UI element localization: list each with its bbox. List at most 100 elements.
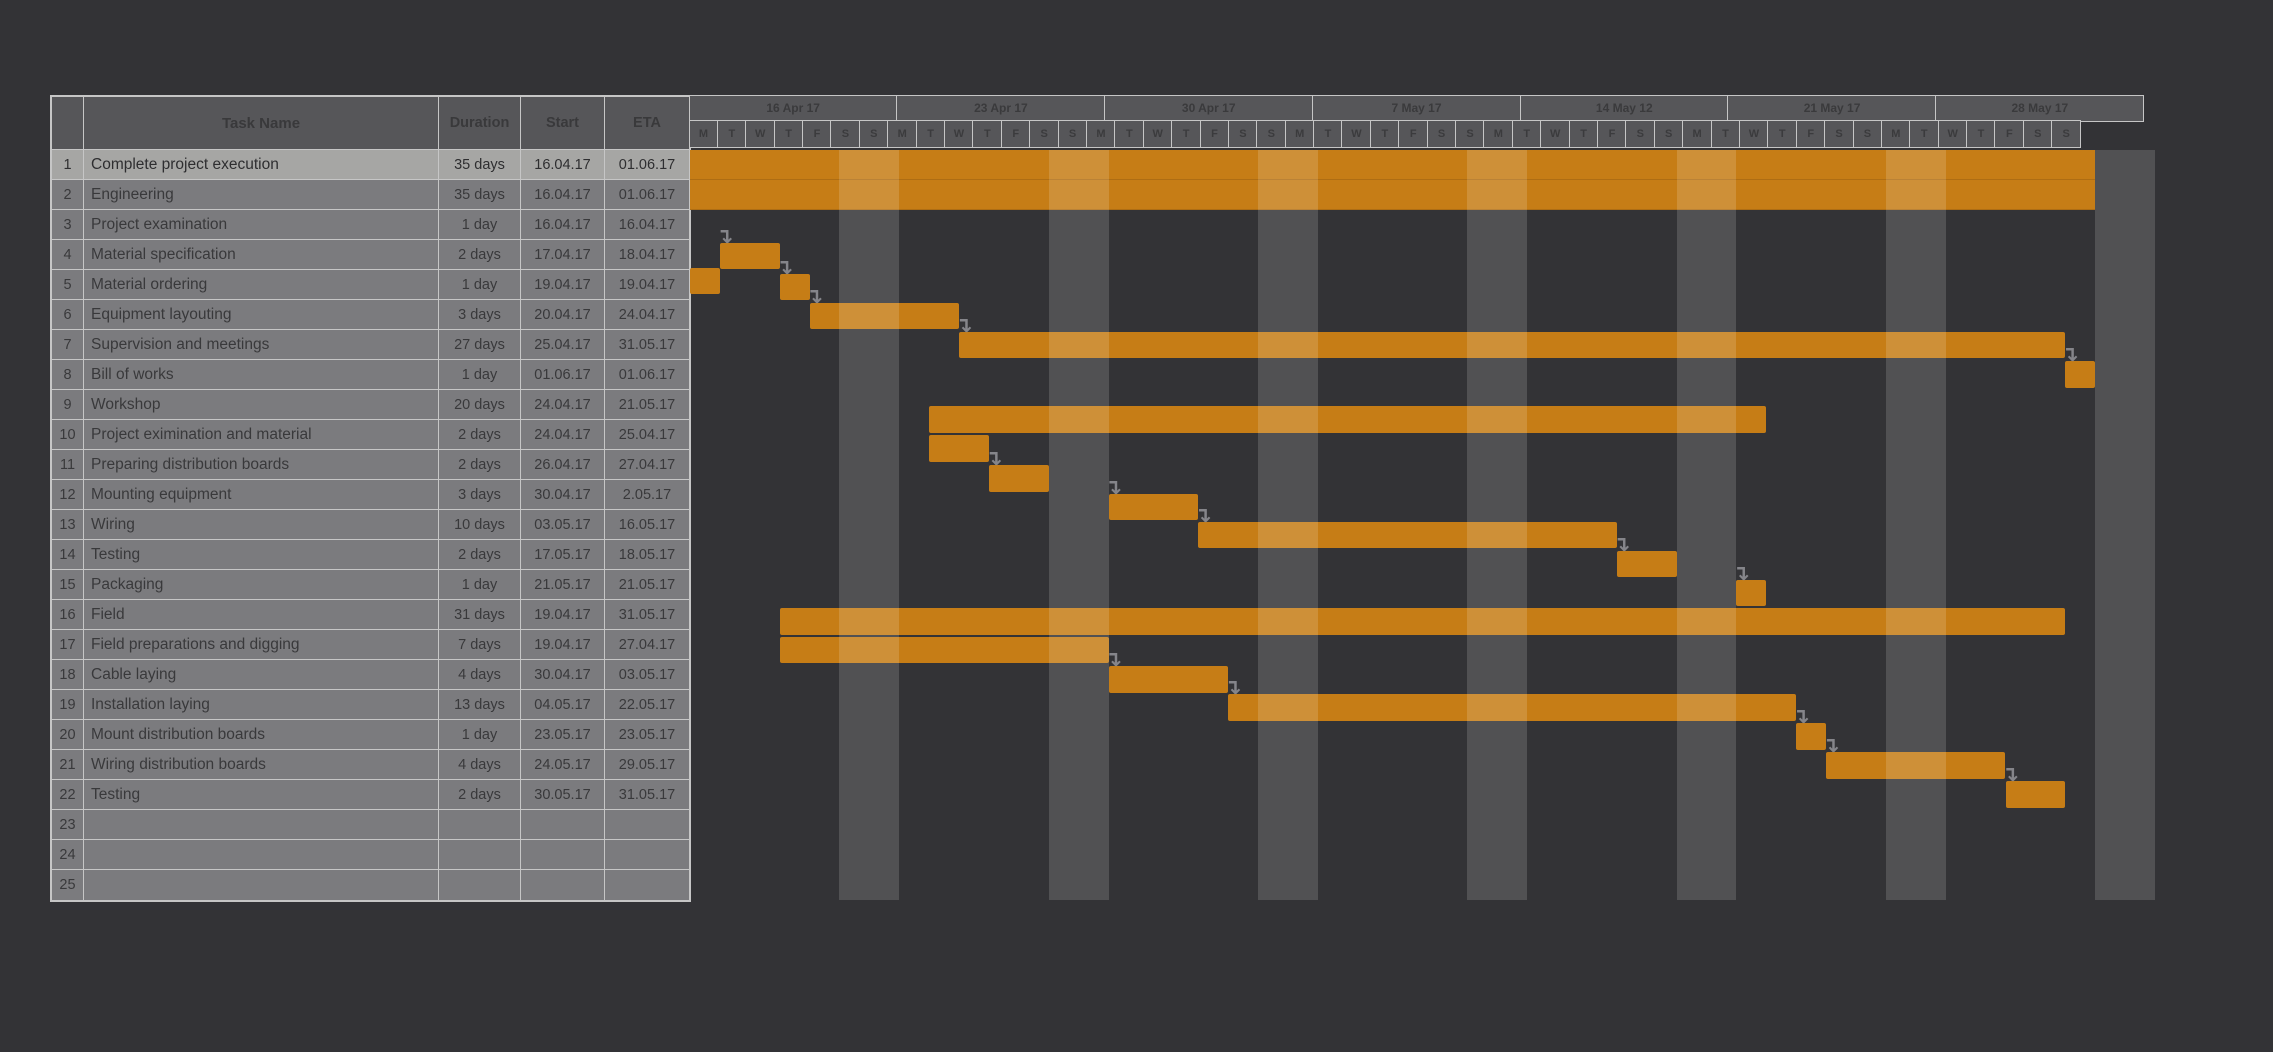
row-number-cell[interactable]: 3 [52,210,84,239]
eta-date-cell[interactable]: 2.05.17 [622,486,672,503]
gantt-bar-task-16[interactable] [779,608,2066,635]
start-date-cell[interactable]: 19.04.17 [521,600,605,629]
duration-cell[interactable] [439,870,521,900]
duration-cell[interactable]: 2 days [439,420,521,449]
table-row[interactable]: 25 [52,870,689,900]
task-name-cell[interactable]: Project examination [84,210,439,239]
task-name-cell[interactable]: Mounting equipment [84,480,439,509]
task-name-cell[interactable]: Preparing distribution boards [84,450,439,479]
start-date-cell[interactable]: 30.04.17 [521,660,605,689]
duration-cell[interactable] [439,810,521,839]
gantt-bar-task-5[interactable] [779,274,810,300]
task-name-cell[interactable]: Equipment layouting [84,300,439,329]
task-name-cell[interactable]: Workshop [84,390,439,419]
eta-date-cell[interactable] [605,840,689,869]
duration-cell[interactable]: 3 days [439,480,521,509]
duration-cell[interactable]: 13 days [439,690,521,719]
start-date-cell[interactable]: 25.04.17 [521,330,605,359]
row-number-cell[interactable]: 5 [52,270,84,299]
row-number-cell[interactable]: 9 [52,390,84,419]
start-date-cell[interactable]: 26.04.17 [521,450,605,479]
eta-date-cell[interactable]: 23.05.17 [618,726,676,743]
gantt-bar-task-19[interactable] [1228,694,1797,721]
duration-cell[interactable]: 2 days [439,540,521,569]
gantt-bar-task-18[interactable] [1108,666,1229,693]
eta-date-cell[interactable]: 01.06.17 [618,156,676,173]
row-number-cell[interactable]: 13 [52,510,84,539]
start-date-cell[interactable]: 21.05.17 [521,570,605,599]
row-number-cell[interactable]: 20 [52,720,84,749]
gantt-bar-task-9[interactable] [929,406,1767,433]
row-number-cell[interactable]: 1 [52,150,84,179]
start-date-cell[interactable]: 16.04.17 [521,180,605,209]
start-date-cell[interactable]: 01.06.17 [521,360,605,389]
gantt-bar-task-2[interactable] [690,180,2096,210]
row-number-cell[interactable]: 14 [52,540,84,569]
gantt-bar-task-15[interactable] [1736,580,1767,606]
start-date-cell[interactable] [521,840,605,869]
gantt-bar-task-20[interactable] [1796,723,1827,750]
start-date-cell[interactable]: 23.05.17 [521,720,605,749]
row-number-cell[interactable]: 12 [52,480,84,509]
row-number-cell[interactable]: 24 [52,840,84,869]
table-row[interactable]: 24 [52,840,689,870]
start-date-cell[interactable]: 16.04.17 [521,150,605,179]
eta-date-cell[interactable]: 21.05.17 [618,396,676,413]
gantt-bar-task-7[interactable] [959,332,2066,358]
task-name-cell[interactable]: Supervision and meetings [84,330,439,359]
task-name-cell[interactable]: Cable laying [84,660,439,689]
start-date-cell[interactable]: 19.04.17 [521,630,605,659]
start-date-cell[interactable] [521,810,605,839]
eta-date-cell[interactable] [605,870,689,900]
start-date-cell[interactable]: 17.05.17 [521,540,605,569]
eta-date-cell[interactable]: 31.05.17 [618,336,676,353]
row-number-cell[interactable]: 7 [52,330,84,359]
eta-date-cell[interactable]: 01.06.17 [618,366,676,383]
row-number-cell[interactable]: 16 [52,600,84,629]
start-date-cell[interactable]: 03.05.17 [521,510,605,539]
duration-cell[interactable]: 4 days [439,750,521,779]
task-name-cell[interactable]: Bill of works [84,360,439,389]
row-number-cell[interactable]: 25 [52,870,84,900]
duration-cell[interactable]: 3 days [439,300,521,329]
duration-cell[interactable]: 4 days [439,660,521,689]
task-name-cell[interactable] [84,870,439,900]
row-number-cell[interactable]: 4 [52,240,84,269]
duration-cell[interactable] [439,840,521,869]
task-name-cell[interactable] [84,840,439,869]
row-number-cell[interactable]: 22 [52,780,84,809]
duration-cell[interactable]: 2 days [439,450,521,479]
table-row[interactable]: 23 [52,810,689,840]
duration-cell[interactable]: 1 day [439,720,521,749]
row-number-cell[interactable]: 2 [52,180,84,209]
start-date-cell[interactable]: 19.04.17 [521,270,605,299]
gantt-bar-task-11[interactable] [988,465,1049,492]
eta-date-cell[interactable]: 19.04.17 [618,276,676,293]
task-name-cell[interactable]: Material specification [84,240,439,269]
start-date-cell[interactable]: 16.04.17 [521,210,605,239]
row-number-cell[interactable]: 19 [52,690,84,719]
eta-date-cell[interactable] [605,810,689,839]
gantt-bar-task-17[interactable] [779,637,1109,663]
duration-cell[interactable]: 2 days [439,780,521,809]
duration-cell[interactable]: 10 days [439,510,521,539]
eta-date-cell[interactable]: 16.04.17 [618,216,676,233]
task-name-cell[interactable]: Installation laying [84,690,439,719]
eta-date-cell[interactable]: 18.05.17 [618,546,676,563]
row-number-cell[interactable]: 17 [52,630,84,659]
